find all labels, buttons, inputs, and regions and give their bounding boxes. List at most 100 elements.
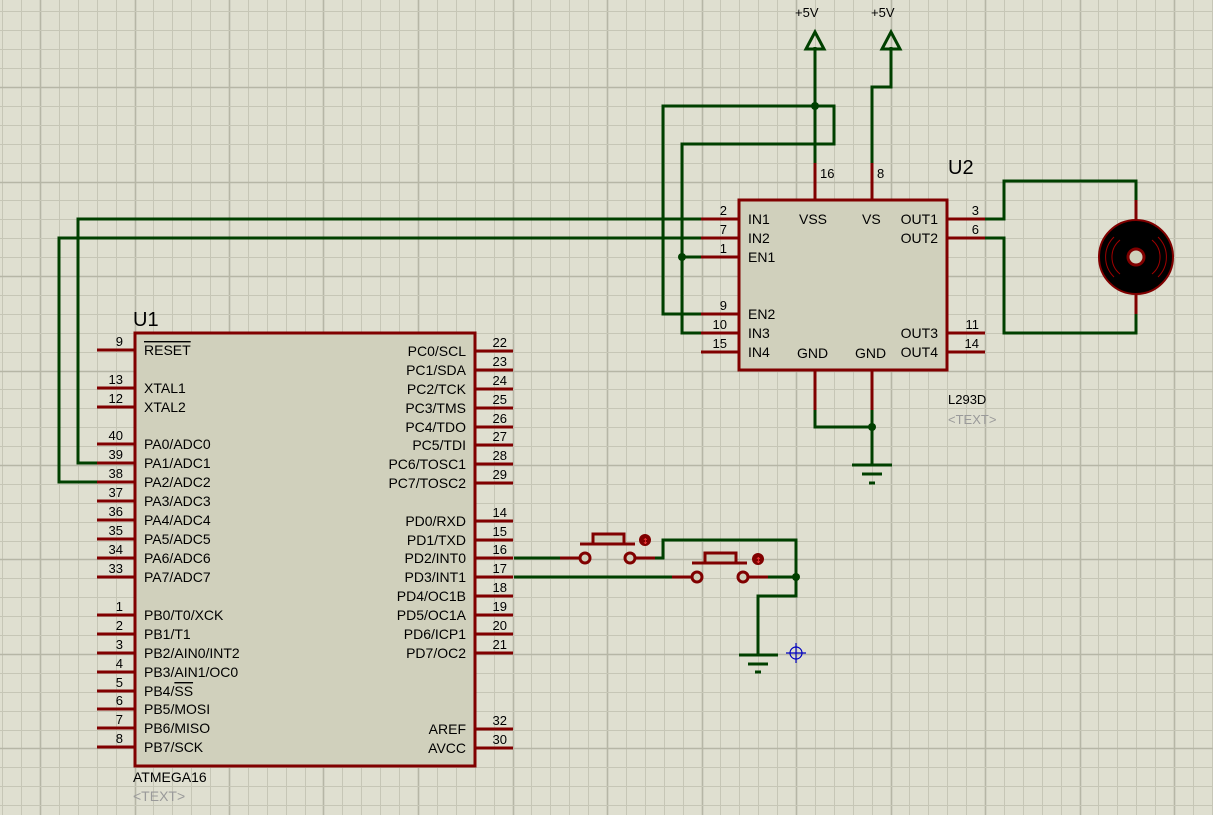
u1-left-pins: 9RESET13XTAL112XTAL240PA0/ADC039PA1/ADC1… bbox=[97, 334, 240, 755]
u2-pin-number: 16 bbox=[820, 166, 834, 181]
pin-number: 5 bbox=[116, 675, 123, 690]
wires bbox=[57, 47, 1138, 655]
u1-part-name: ATMEGA16 bbox=[133, 769, 207, 785]
wire-pa2-in2[interactable] bbox=[57, 236, 705, 484]
pin-number: 1 bbox=[720, 241, 727, 256]
pin-name: PB6/MISO bbox=[144, 720, 210, 736]
junction-dot bbox=[868, 423, 876, 431]
u2-pin-name: GND bbox=[797, 345, 828, 361]
button-cap bbox=[703, 551, 738, 565]
pin-name: PD4/OC1B bbox=[397, 588, 466, 604]
pin-number: 28 bbox=[493, 448, 507, 463]
pin-name: PB0/T0/XCK bbox=[144, 607, 224, 623]
pin-number: 6 bbox=[116, 693, 123, 708]
pin-name: EN1 bbox=[748, 249, 775, 265]
u1-atmega16[interactable]: U1 ATMEGA16 <TEXT> 9RESET13XTAL112XTAL24… bbox=[97, 309, 513, 804]
ground-buttons[interactable] bbox=[739, 653, 778, 674]
button-actuator-icon[interactable] bbox=[639, 534, 651, 546]
pin-number: 8 bbox=[116, 731, 123, 746]
button-terminal bbox=[623, 551, 637, 565]
junctions bbox=[678, 102, 876, 581]
pin-name: IN4 bbox=[748, 344, 770, 360]
power-arrow-icon bbox=[803, 28, 827, 51]
pin-name: PC4/TDO bbox=[405, 419, 466, 435]
pin-name: PC5/TDI bbox=[412, 437, 466, 453]
wire-out1-motor[interactable] bbox=[985, 179, 1138, 221]
pin-name: PB7/SCK bbox=[144, 739, 204, 755]
pin-name: PA3/ADC3 bbox=[144, 493, 211, 509]
pin-number: 30 bbox=[493, 732, 507, 747]
push-button-2[interactable]: ↕ bbox=[672, 551, 768, 584]
pin-number: 34 bbox=[109, 542, 123, 557]
pin-name: OUT4 bbox=[901, 344, 939, 360]
u2-text-placeholder: <TEXT> bbox=[948, 412, 996, 427]
pin-number: 15 bbox=[493, 524, 507, 539]
wire-u2-gnd[interactable] bbox=[813, 410, 872, 429]
pin-number: 9 bbox=[116, 334, 123, 349]
pin-name: OUT2 bbox=[901, 230, 939, 246]
pin-name: PD6/ICP1 bbox=[404, 626, 466, 642]
button-actuator-icon[interactable] bbox=[752, 553, 764, 565]
pin-number: 39 bbox=[109, 447, 123, 462]
pin-number: 9 bbox=[720, 298, 727, 313]
pin-number: 23 bbox=[493, 354, 507, 369]
pin-name: PB5/MOSI bbox=[144, 701, 210, 717]
pin-name: IN1 bbox=[748, 211, 770, 227]
dc-motor[interactable] bbox=[1098, 200, 1174, 314]
u2-l293d[interactable]: U2 L293D <TEXT> 16 8 VSS VS GND GND 2IN1… bbox=[701, 157, 996, 427]
pin-number: 22 bbox=[493, 335, 507, 350]
pin-name: PB2/AIN0/INT2 bbox=[144, 645, 240, 661]
button-actuator-arrow-icon: ↕ bbox=[755, 556, 762, 565]
pin-name: PC1/SDA bbox=[406, 362, 467, 378]
pin-name: AVCC bbox=[428, 740, 466, 756]
power-terminal-2[interactable]: +5V bbox=[871, 5, 903, 51]
pin-name: OUT3 bbox=[901, 325, 939, 341]
pin-number: 36 bbox=[109, 504, 123, 519]
motor-brush-right-icon bbox=[1151, 236, 1167, 278]
u1-body[interactable] bbox=[133, 331, 477, 768]
u2-ref: U2 bbox=[948, 157, 974, 179]
u2-pin-name: VS bbox=[862, 211, 881, 227]
pin-number: 21 bbox=[493, 637, 507, 652]
u2-pin-number: 8 bbox=[877, 166, 884, 181]
pin-number: 6 bbox=[972, 222, 979, 237]
wire-pa1-in1[interactable] bbox=[76, 217, 705, 465]
wire-out2-motor[interactable] bbox=[985, 236, 1138, 335]
junction-dot bbox=[811, 102, 819, 110]
pin-name: PB1/T1 bbox=[144, 626, 191, 642]
pin-number: 24 bbox=[493, 373, 507, 388]
pin-number: 32 bbox=[493, 713, 507, 728]
u2-body[interactable] bbox=[737, 198, 949, 372]
pin-number: 29 bbox=[493, 467, 507, 482]
pin-number: 40 bbox=[109, 428, 123, 443]
ground-u2[interactable] bbox=[852, 463, 892, 485]
pin-number: 13 bbox=[109, 372, 123, 387]
power-terminal-1[interactable]: +5V bbox=[795, 5, 827, 51]
pin-name: PB3/AIN1/OC0 bbox=[144, 664, 238, 680]
power-arrow-icon bbox=[879, 28, 903, 51]
u1-ref: U1 bbox=[133, 309, 159, 331]
pin-number: 20 bbox=[493, 618, 507, 633]
pin-number: 26 bbox=[493, 411, 507, 426]
pin-number: 27 bbox=[493, 429, 507, 444]
pin-name: PA4/ADC4 bbox=[144, 512, 211, 528]
crosshair-cursor-icon bbox=[786, 643, 806, 663]
pin-name: RESET bbox=[144, 342, 191, 358]
junction-dot bbox=[678, 253, 686, 261]
pin-name: PD2/INT0 bbox=[405, 550, 467, 566]
wire-en2-loop[interactable] bbox=[661, 104, 836, 335]
pin-number: 15 bbox=[713, 336, 727, 351]
button-actuator-arrow-icon: ↕ bbox=[642, 537, 649, 546]
pin-number: 14 bbox=[965, 336, 979, 351]
wire-button1-out[interactable] bbox=[655, 538, 798, 655]
pin-number: 2 bbox=[116, 618, 123, 633]
pin-name: PA5/ADC5 bbox=[144, 531, 211, 547]
button-cap bbox=[591, 532, 626, 546]
button-terminal bbox=[578, 551, 592, 565]
wire-vs[interactable] bbox=[870, 47, 893, 163]
pin-number: 18 bbox=[493, 580, 507, 595]
pin-name: IN2 bbox=[748, 230, 770, 246]
pin-name: PC0/SCL bbox=[408, 343, 467, 359]
push-button-1[interactable]: ↕ bbox=[560, 532, 655, 565]
